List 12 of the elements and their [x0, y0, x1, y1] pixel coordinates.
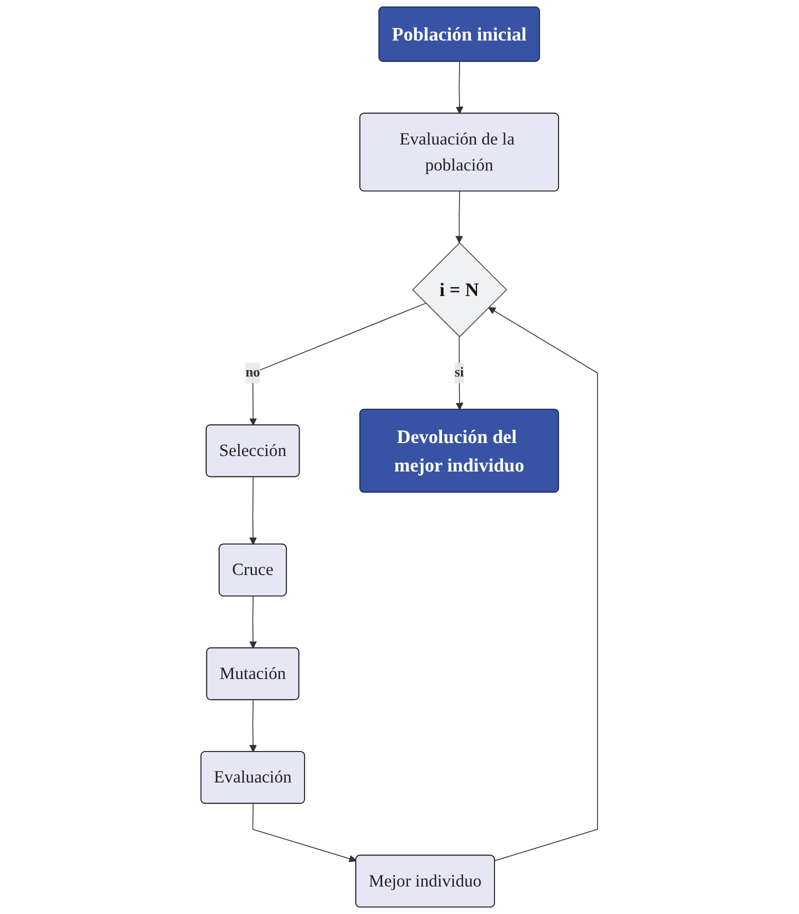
edge-label: no: [246, 365, 260, 380]
arrow: [456, 61, 464, 114]
arrow: [250, 700, 258, 752]
arrow: [252, 803, 357, 862]
arrow: [456, 191, 464, 244]
arrow: [456, 336, 464, 410]
node-diamond: i = N: [412, 242, 508, 338]
arrow: [488, 307, 598, 862]
arrow: [250, 476, 258, 545]
arrow: [250, 302, 426, 426]
arrow: [250, 596, 258, 649]
edge-label: si: [454, 365, 464, 380]
